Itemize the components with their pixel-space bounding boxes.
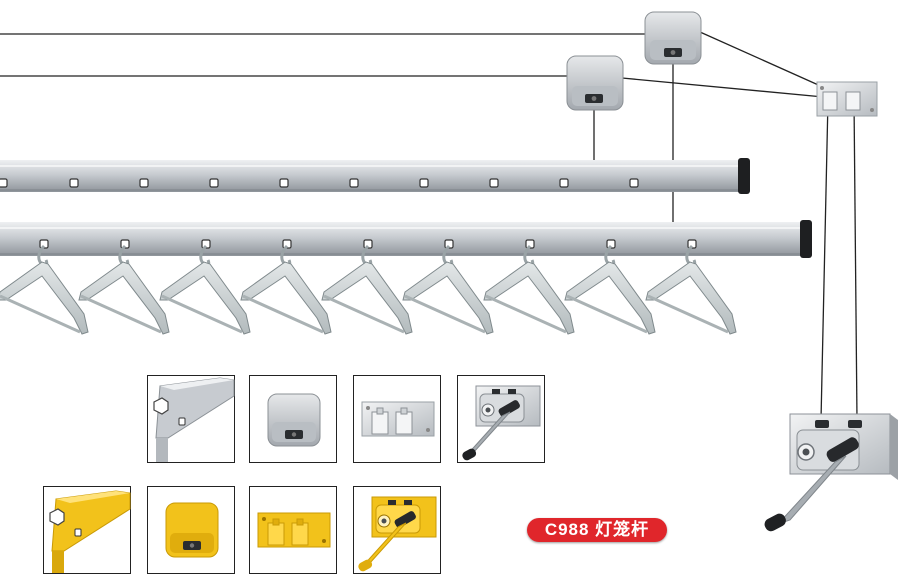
wire-clamp-icon <box>361 401 435 437</box>
ceiling-pulley-box-lower <box>566 55 624 111</box>
part-thumb-crank-yellow <box>353 486 441 574</box>
pulley-box-icon <box>267 393 321 447</box>
clothes-rail-back <box>0 158 750 194</box>
rail-profile-icon <box>49 490 131 573</box>
part-thumb-crank-silver <box>457 375 545 463</box>
hangers-row <box>0 244 737 335</box>
part-thumb-rail-yellow <box>43 486 131 574</box>
wall-wire-guide <box>816 81 878 117</box>
hand-crank-assembly <box>764 413 898 532</box>
wire-clamp-icon <box>257 512 331 548</box>
part-thumb-rail-silver <box>147 375 235 463</box>
hanger <box>564 244 656 335</box>
ceiling-wires <box>0 31 858 421</box>
hanger <box>483 244 575 335</box>
part-thumb-pulley-silver <box>249 375 337 463</box>
pulley-box-icon <box>165 502 219 558</box>
rail-profile-icon <box>153 377 235 462</box>
hanger <box>645 244 737 335</box>
hand-crank-icon <box>358 496 437 572</box>
hanger <box>240 244 332 335</box>
part-thumb-pulley-yellow <box>147 486 235 574</box>
rail-back-holes <box>0 178 639 188</box>
clothes-rail-front <box>0 220 812 258</box>
model-label-badge: C988 灯笼杆 <box>527 518 667 542</box>
hanger <box>321 244 413 335</box>
hanger <box>402 244 494 335</box>
part-thumb-clamp-silver <box>353 375 441 463</box>
ceiling-pulley-box-upper <box>644 11 702 65</box>
part-thumb-clamp-yellow <box>249 486 337 574</box>
hanger <box>0 244 89 335</box>
hanger <box>159 244 251 335</box>
hanger <box>78 244 170 335</box>
hand-crank-icon <box>462 385 541 461</box>
